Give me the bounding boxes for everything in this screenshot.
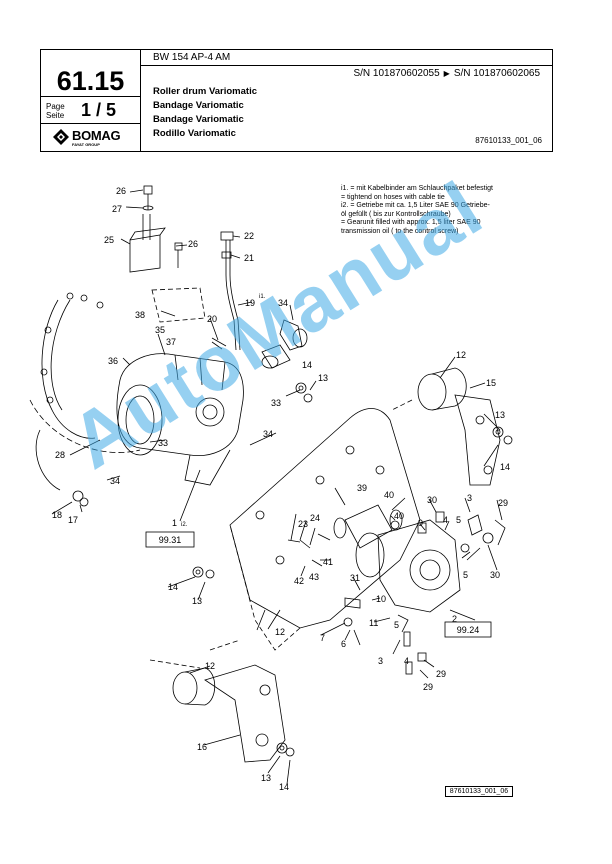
part-label-5a: 5 — [456, 515, 461, 525]
part-label-38: 37 — [166, 337, 176, 347]
part-label-3a: 3 — [467, 493, 472, 503]
part-label-39: 38 — [135, 310, 145, 320]
part-label-5c: 5 — [394, 620, 399, 630]
part-label-4b: 4 — [404, 656, 409, 666]
part-label-30a: 30 — [490, 570, 500, 580]
bomag-logo-icon — [53, 129, 69, 145]
part-label-28: 28 — [55, 450, 65, 460]
part-label-32: 31 — [350, 573, 360, 583]
part-label-44: 43 — [309, 572, 319, 582]
part-label-9: 10 — [376, 594, 386, 604]
footer-doc-number: 87610133_001_06 — [445, 786, 513, 797]
title-es: Rodillo Variomatic — [153, 128, 236, 139]
section-number: 61.15 — [56, 66, 125, 96]
title-en: Roller drum Variomatic — [153, 86, 258, 97]
part-label-11: 12 — [275, 627, 285, 637]
part-label-33b: 33 — [158, 438, 168, 448]
part-label-34: 34 — [278, 298, 288, 308]
part-label-13d: 13 — [261, 773, 271, 783]
part-label-20: 20 — [207, 314, 217, 324]
part-label-13a: 13 — [318, 373, 328, 383]
doc-number: 87610133_001_06 — [475, 136, 542, 145]
title-de: Bandage Variomatic — [153, 100, 244, 111]
part-titles: Roller drum Variomatic Bandage Variomati… — [153, 85, 257, 141]
part-label-27: 27 — [112, 204, 122, 214]
part-label-19: 19 — [245, 298, 255, 308]
part-label-42: 41 — [323, 557, 333, 567]
note-mark-i2: i2. — [181, 522, 188, 528]
part-label-17: 17 — [68, 515, 78, 525]
part-label-7: 7 — [320, 633, 325, 643]
part-label-37: 36 — [108, 356, 118, 366]
part-label-12b: 12 — [205, 661, 215, 671]
part-label-14a: 14 — [302, 360, 312, 370]
part-label-8: 9 — [418, 518, 423, 528]
part-label-40a: 39 — [357, 483, 367, 493]
part-label-36: 35 — [155, 325, 165, 335]
part-label-22: 22 — [244, 231, 254, 241]
part-label-2: 2 — [452, 614, 457, 624]
part-label-33: 33 — [271, 398, 281, 408]
part-label-10: 11 — [369, 618, 378, 628]
part-label-43: 42 — [294, 576, 304, 586]
part-label-15: 15 — [486, 378, 496, 388]
part-label-35: 34 — [263, 429, 273, 439]
part-label-4: 4 — [443, 515, 448, 525]
title-fr: Bandage Variomatic — [153, 114, 244, 125]
part-label-5b: 5 — [463, 570, 468, 580]
part-label-40b: 40 — [394, 511, 404, 521]
part-label-13c: 13 — [192, 596, 202, 606]
part-label-24: 24 — [310, 513, 320, 523]
part-label-18: 18 — [52, 510, 62, 520]
model-name: BW 154 AP-4 AM — [153, 52, 231, 63]
part-label-14d: 14 — [279, 782, 289, 792]
part-label-31: 30 — [427, 495, 437, 505]
part-label-26: 26 — [116, 186, 126, 196]
part-label-29a: 29 — [498, 498, 508, 508]
page-number: 1 / 5 — [81, 100, 117, 120]
part-label-41: 40 — [384, 490, 394, 500]
note-mark-i1: i1. — [259, 294, 266, 300]
assembly-notes: i1. = mit Kabelbinder am Schlauchpaket b… — [341, 185, 493, 235]
part-label-3b: 3 — [378, 656, 383, 666]
part-label-6: 6 — [341, 639, 346, 649]
part-label-21: 21 — [244, 253, 254, 263]
serial-range: S/N 101870602055▶S/N 101870602065 — [353, 68, 540, 79]
part-label-30b: 29 — [436, 669, 446, 679]
part-label-13b: 13 — [495, 410, 505, 420]
part-label-1: 1 — [172, 518, 177, 528]
part-label-34b: 34 — [110, 476, 120, 486]
bomag-logo: BOMAG FAYAT GROUP — [53, 128, 133, 150]
part-label-25: 25 — [104, 235, 114, 245]
ref-box-99-24: 99.24 — [457, 625, 480, 635]
part-label-26b: 26 — [188, 239, 198, 249]
part-label-14b: 14 — [500, 462, 510, 472]
part-label-29b: 29 — [423, 682, 433, 692]
part-label-23: 23 — [298, 519, 308, 529]
part-label-16: 16 — [197, 742, 207, 752]
part-label-12a: 12 — [456, 350, 466, 360]
ref-box-99-31: 99.31 — [159, 535, 182, 545]
part-label-14c: 14 — [168, 582, 178, 592]
